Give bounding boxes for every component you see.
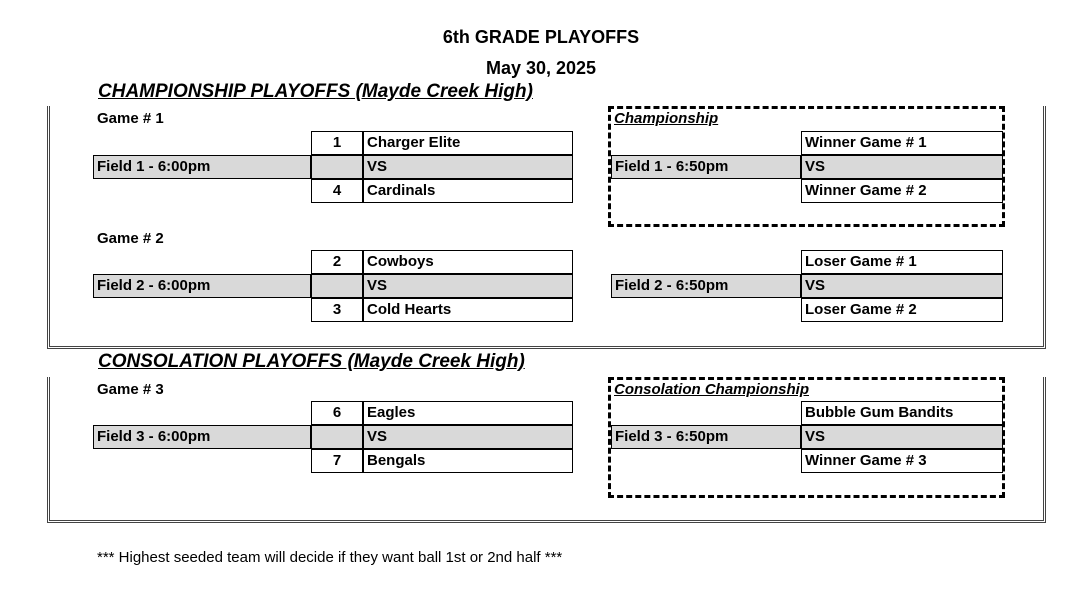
page-title: 6th GRADE PLAYOFFS <box>442 27 640 47</box>
game1-label: Game # 1 <box>97 110 164 127</box>
championship-final-field: Field 1 - 6:50pm <box>611 155 801 179</box>
game2-vs: VS <box>363 274 573 298</box>
game2-bottom-seed: 3 <box>311 298 363 322</box>
championship-final-bottom: Winner Game # 2 <box>801 179 1003 203</box>
page-date: May 30, 2025 <box>485 58 597 78</box>
consolation-final-bottom: Winner Game # 3 <box>801 449 1003 473</box>
game1-top-seed: 1 <box>311 131 363 155</box>
game1-bottom-seed: 4 <box>311 179 363 203</box>
championship-section-title: CHAMPIONSHIP PLAYOFFS (Mayde Creek High) <box>98 81 533 102</box>
third-place-field: Field 2 - 6:50pm <box>611 274 801 298</box>
consolation-final-vs: VS <box>801 425 1003 449</box>
third-place-vs: VS <box>801 274 1003 298</box>
game2-top-team: Cowboys <box>363 250 573 274</box>
championship-final-label: Championship <box>614 110 719 127</box>
game3-top-team: Eagles <box>363 401 573 425</box>
game2-label: Game # 2 <box>97 230 164 247</box>
game3-bottom-seed: 7 <box>311 449 363 473</box>
consolation-frame <box>47 377 1046 523</box>
game3-field: Field 3 - 6:00pm <box>93 425 311 449</box>
game1-vs-seed-cell <box>311 155 363 179</box>
consolation-final-box <box>608 377 1005 498</box>
game3-top-seed: 6 <box>311 401 363 425</box>
game2-top-seed: 2 <box>311 250 363 274</box>
consolation-section-title: CONSOLATION PLAYOFFS (Mayde Creek High) <box>98 351 525 372</box>
consolation-final-top: Bubble Gum Bandits <box>801 401 1003 425</box>
game3-vs-seed-cell <box>311 425 363 449</box>
game1-field: Field 1 - 6:00pm <box>93 155 311 179</box>
consolation-final-label: Consolation Championship <box>614 381 809 398</box>
game1-bottom-team: Cardinals <box>363 179 573 203</box>
championship-final-box <box>608 106 1005 227</box>
game2-field: Field 2 - 6:00pm <box>93 274 311 298</box>
game3-vs: VS <box>363 425 573 449</box>
game2-bottom-team: Cold Hearts <box>363 298 573 322</box>
footnote: *** Highest seeded team will decide if t… <box>97 549 563 566</box>
third-place-bottom: Loser Game # 2 <box>801 298 1003 322</box>
championship-final-vs: VS <box>801 155 1003 179</box>
championship-final-top: Winner Game # 1 <box>801 131 1003 155</box>
game2-vs-seed-cell <box>311 274 363 298</box>
game3-bottom-team: Bengals <box>363 449 573 473</box>
game3-label: Game # 3 <box>97 381 164 398</box>
game1-vs: VS <box>363 155 573 179</box>
game1-top-team: Charger Elite <box>363 131 573 155</box>
championship-frame <box>47 106 1046 349</box>
consolation-final-field: Field 3 - 6:50pm <box>611 425 801 449</box>
third-place-top: Loser Game # 1 <box>801 250 1003 274</box>
